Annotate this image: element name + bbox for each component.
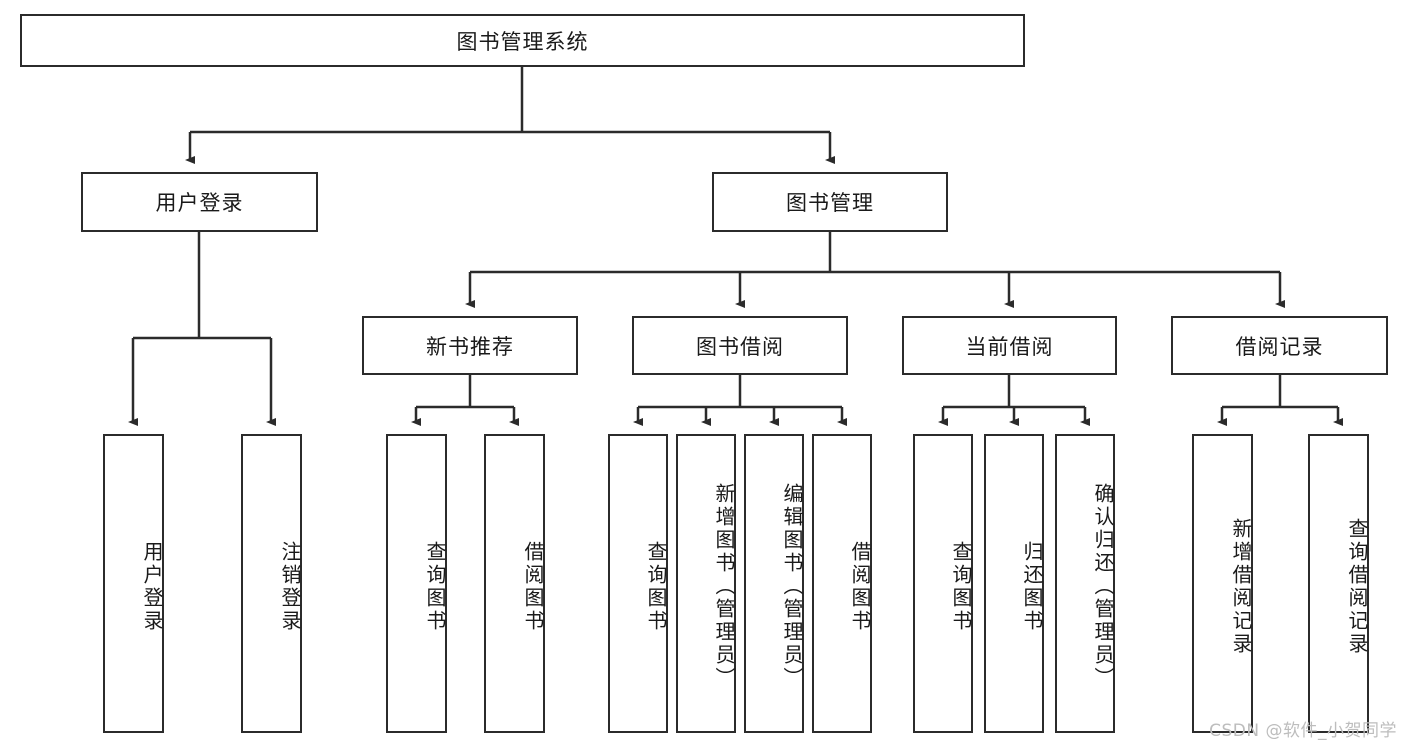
node-leaf-add-borrow-record-label: 新增借阅记录 [1229, 517, 1253, 656]
node-leaf-confirm-return-admin-label: 确认归还（管理员） [1091, 483, 1115, 690]
node-leaf-query-book-current-label: 查询图书 [949, 540, 973, 633]
node-user-login-label: 用户登录 [155, 191, 244, 215]
node-leaf-query-book-recommend[interactable]: 查询图书 [386, 434, 447, 733]
node-new-book-recommend[interactable]: 新书推荐 [362, 316, 578, 375]
node-leaf-user-logout[interactable]: 注销登录 [241, 434, 302, 733]
node-leaf-edit-book-admin[interactable]: 编辑图书（管理员） [744, 434, 804, 733]
node-leaf-query-book-borrow-label: 查询图书 [644, 540, 668, 633]
node-root-label: 图书管理系统 [456, 29, 589, 54]
node-leaf-borrow-book[interactable]: 借阅图书 [812, 434, 872, 733]
node-book-management-label: 图书管理 [786, 191, 874, 215]
node-leaf-return-book-label: 归还图书 [1020, 540, 1044, 633]
csdn-watermark: CSDN @软件_小贺同学 [1209, 721, 1397, 741]
node-borrow-record[interactable]: 借阅记录 [1171, 316, 1388, 375]
node-leaf-user-login-label: 用户登录 [140, 540, 164, 633]
node-leaf-borrow-book-label: 借阅图书 [848, 540, 872, 633]
node-leaf-borrow-book-recommend[interactable]: 借阅图书 [484, 434, 545, 733]
node-leaf-user-logout-label: 注销登录 [278, 540, 302, 633]
node-borrow-record-label: 借阅记录 [1235, 334, 1324, 359]
node-leaf-query-book-recommend-label: 查询图书 [423, 540, 447, 633]
node-leaf-confirm-return-admin[interactable]: 确认归还（管理员） [1055, 434, 1115, 733]
node-leaf-query-book-borrow[interactable]: 查询图书 [608, 434, 668, 733]
node-leaf-query-book-current[interactable]: 查询图书 [913, 434, 973, 733]
node-leaf-user-login[interactable]: 用户登录 [103, 434, 164, 733]
node-book-borrow[interactable]: 图书借阅 [632, 316, 848, 375]
node-leaf-add-book-admin-label: 新增图书（管理员） [712, 483, 736, 690]
node-book-management[interactable]: 图书管理 [712, 172, 948, 232]
node-current-borrow[interactable]: 当前借阅 [902, 316, 1117, 375]
node-user-login[interactable]: 用户登录 [81, 172, 318, 232]
node-leaf-add-borrow-record[interactable]: 新增借阅记录 [1192, 434, 1253, 733]
node-leaf-edit-book-admin-label: 编辑图书（管理员） [780, 483, 804, 690]
node-new-book-recommend-label: 新书推荐 [426, 334, 514, 359]
node-root[interactable]: 图书管理系统 [20, 14, 1025, 67]
node-leaf-borrow-book-recommend-label: 借阅图书 [521, 540, 545, 633]
node-book-borrow-label: 图书借阅 [696, 334, 784, 359]
node-leaf-add-book-admin[interactable]: 新增图书（管理员） [676, 434, 736, 733]
node-leaf-query-borrow-record-label: 查询借阅记录 [1345, 517, 1369, 656]
node-current-borrow-label: 当前借阅 [965, 334, 1054, 359]
node-leaf-query-borrow-record[interactable]: 查询借阅记录 [1308, 434, 1369, 733]
node-leaf-return-book[interactable]: 归还图书 [984, 434, 1044, 733]
